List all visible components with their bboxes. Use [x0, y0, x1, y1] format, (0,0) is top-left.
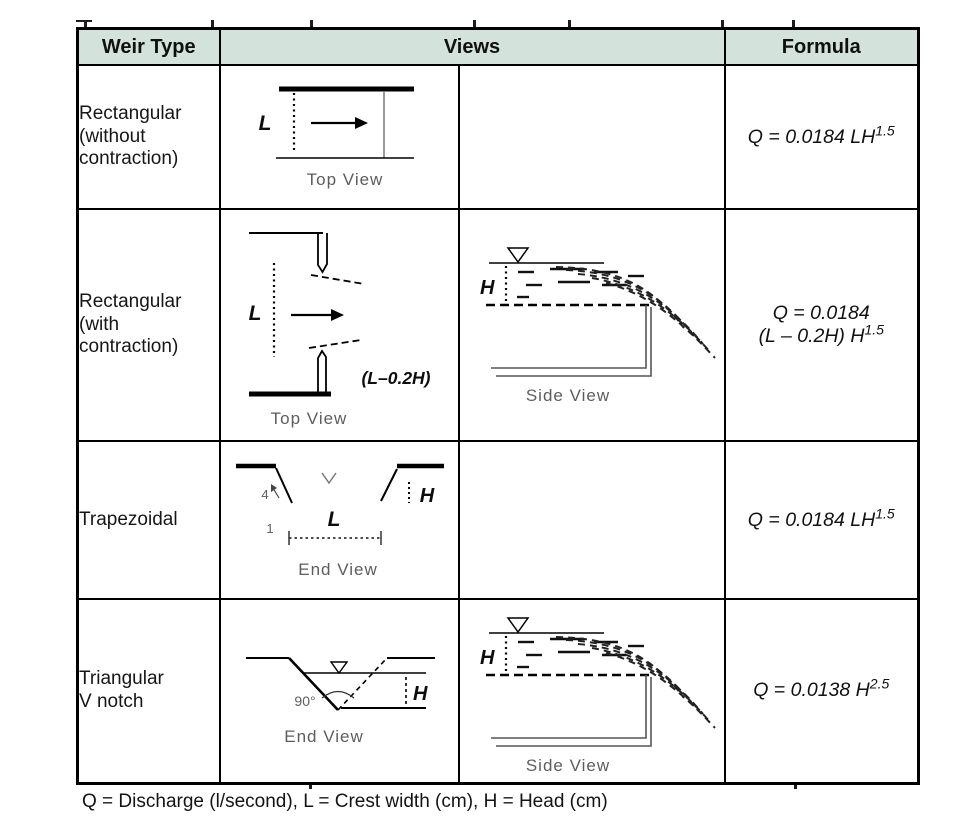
formula-cell: Q = 0.0138 H2.5 [723, 598, 920, 784]
diagram-end-view-v-notch: H 90° End View [245, 657, 435, 746]
view-caption: Top View [270, 409, 347, 428]
view-cell-empty [457, 440, 726, 600]
view-cell-end-view: H 90° End View [218, 598, 460, 784]
water-level-icon [320, 472, 337, 485]
formula-text: Q = 0.0184 LH1.5 [747, 122, 895, 148]
table-row-rect-without-contraction: Rectangular (without contraction) L Top … [76, 64, 920, 210]
diagram-side-view-weir-flow: H [480, 617, 716, 775]
channel-floor [495, 307, 652, 377]
formula-exponent: 1.5 [875, 505, 895, 521]
formula-cell: Q = 0.0184 (L – 0.2H) H1.5 [723, 208, 920, 442]
view-cell-side-view: H [457, 208, 726, 442]
weir-type-label: Rectangular (without contraction) [76, 64, 221, 210]
legend-footnote: Q = Discharge (l/second), L = Crest widt… [82, 791, 608, 812]
view-cell-empty [457, 64, 726, 210]
diagram-end-view-trapezoidal: 4 H L 1 End View [235, 463, 444, 579]
formula-cell: Q = 0.0184 LH1.5 [723, 64, 920, 210]
col-header-weir-type: Weir Type [76, 27, 221, 66]
view-caption: End View [284, 727, 364, 746]
head-label: H [413, 683, 428, 705]
slope-arrow-icon [270, 484, 280, 499]
weir-type-label: Trapezoidal [76, 440, 221, 600]
scan-artifact [568, 20, 571, 27]
formula-exponent: 1.5 [875, 122, 895, 138]
weir-type-label: Rectangular (with contraction) [76, 208, 221, 442]
diagram-top-view-rect-contracted: L (L–0.2H) Top View [248, 232, 430, 428]
head-label: H [419, 485, 434, 507]
slope-ratio-horizontal: 1 [266, 521, 273, 536]
scan-artifact [309, 782, 312, 789]
head-label: H [480, 647, 495, 669]
col-header-formula: Formula [723, 27, 920, 66]
table-row-triangular-v-notch: Triangular V notch H 90° En [76, 598, 920, 784]
formula-exponent: 2.5 [869, 675, 890, 692]
crest-width-label: L [248, 302, 261, 325]
notch-angle-label: 90° [294, 693, 315, 709]
col-header-views: Views [218, 27, 726, 66]
view-cell-top-view: L Top View [218, 64, 460, 210]
weir-types-table: Weir Type Views Formula Rectangular (wit… [76, 27, 920, 785]
slope-ratio-vertical: 4 [261, 487, 268, 502]
view-cell-side-view: H [457, 598, 726, 784]
weir-wall [490, 675, 647, 739]
crest-width-label: L [327, 508, 340, 531]
water-level-icon [329, 661, 348, 675]
water-level-icon [506, 617, 529, 634]
scan-artifact [310, 20, 313, 27]
view-caption: Side View [525, 386, 609, 405]
table-row-rect-with-contraction: Rectangular (with contraction) L [76, 208, 920, 442]
crest-width-label: L [258, 112, 271, 135]
formula-text-line2: (L – 0.2H) H1.5 [758, 321, 884, 347]
header-row: Weir Type Views Formula [76, 27, 920, 66]
channel-floor [495, 677, 652, 747]
flow-marks [516, 267, 644, 299]
formula-text-line1: Q = 0.0184 [772, 302, 870, 324]
scan-artifact [473, 20, 476, 27]
weir-type-label: Triangular V notch [76, 598, 221, 784]
scan-artifact [211, 20, 214, 27]
formula-text: Q = 0.0184 LH1.5 [747, 505, 895, 531]
weir-wall [490, 305, 647, 369]
formula-cell: Q = 0.0184 LH1.5 [723, 440, 920, 600]
view-caption: End View [298, 560, 378, 579]
table-row-trapezoidal: Trapezoidal 4 H [76, 440, 920, 600]
nappe-curves [555, 636, 716, 729]
water-level-icon [506, 247, 529, 264]
view-caption: Top View [306, 170, 383, 189]
diagram-top-view-rect-plain: L Top View [258, 86, 414, 189]
flow-arrow-icon [290, 309, 344, 321]
view-cell-end-view: 4 H L 1 End View [218, 440, 460, 600]
contracted-width-label: (L–0.2H) [361, 368, 430, 388]
formula-exponent: 1.5 [864, 321, 884, 338]
scan-artifact [721, 20, 724, 27]
diagram-side-view-weir-flow: H [480, 247, 716, 405]
view-cell-top-view: L (L–0.2H) Top View [218, 208, 460, 442]
nappe-curves [555, 266, 716, 359]
angle-arc [321, 690, 354, 699]
flow-arrow-icon [310, 117, 368, 129]
formula-text: Q = 0.0138 H2.5 [753, 675, 890, 702]
scan-artifact [84, 20, 87, 27]
view-caption: Side View [525, 756, 609, 775]
flow-marks [516, 637, 644, 669]
scan-artifact [794, 782, 797, 789]
scan-artifact [792, 20, 795, 27]
dimension-line [287, 531, 382, 545]
head-label: H [480, 277, 495, 299]
